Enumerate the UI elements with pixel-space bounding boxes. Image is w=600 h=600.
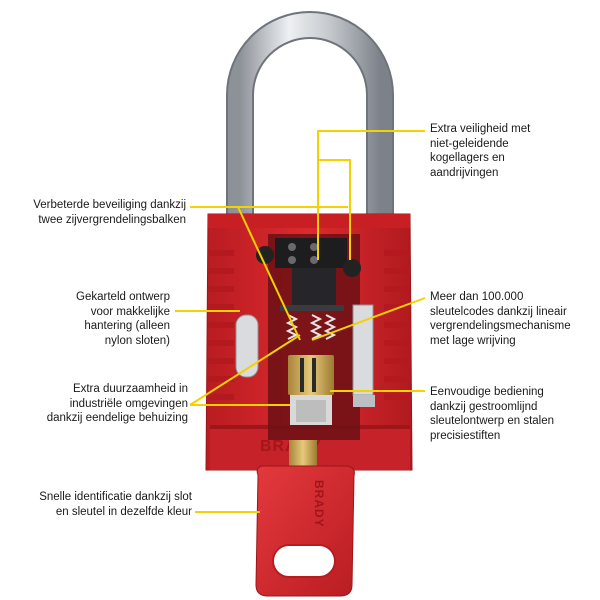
cutaway-interior	[235, 234, 375, 440]
shackle	[226, 11, 394, 265]
callout-key-codes: Meer dan 100.000 sleutelcodes dankzij li…	[430, 291, 571, 347]
callout-non-conductive: Extra veiligheid met niet-geleidende kog…	[430, 123, 531, 179]
callout-easy-operation: Eenvoudige bediening dankzij gestroomlij…	[430, 386, 555, 442]
callout-lines	[175, 130, 426, 513]
callout-durability: Extra duurzaamheid in industriële omgevi…	[46, 383, 188, 424]
key-brand-mark: BRADY	[312, 480, 326, 528]
callout-side-locking-bars: Verbeterde beveiliging dankzij twee zijv…	[33, 199, 186, 226]
callout-quick-identification: Snelle identificatie dankzij slot en sle…	[39, 491, 192, 518]
key: BRADY	[255, 440, 355, 597]
callout-ribbed-design: Gekarteld ontwerp voor makkelijke hanter…	[76, 291, 170, 347]
